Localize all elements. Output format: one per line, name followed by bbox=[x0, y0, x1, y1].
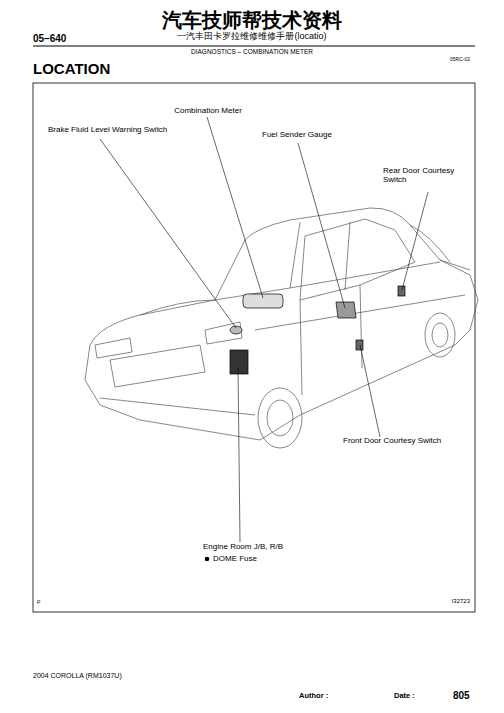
document-code: 05RC-02 bbox=[450, 57, 470, 63]
figure-mark: p bbox=[37, 598, 40, 605]
watermark-subheading: 一汽丰田卡罗拉维修维修手册(locatio) bbox=[177, 31, 326, 41]
junction-block-part bbox=[230, 350, 248, 374]
running-header: DIAGNOSTICS – COMBINATION METER bbox=[191, 48, 313, 55]
footer-field: Date : bbox=[394, 692, 415, 701]
bullet-symbol bbox=[205, 557, 210, 562]
part-name: Rear Door Courtesy Switch bbox=[383, 166, 463, 184]
part-name: DOME Fuse bbox=[213, 554, 257, 563]
part-name: Brake Fluid Level Warning Switch bbox=[48, 125, 167, 134]
leader-lines bbox=[100, 117, 428, 542]
page-section-number: 05–640 bbox=[33, 33, 66, 45]
figure-number: I32723 bbox=[452, 598, 470, 605]
section-title: LOCATION bbox=[33, 60, 110, 77]
part-name: Front Door Courtesy Switch bbox=[343, 436, 441, 445]
brake-switch-part bbox=[230, 326, 242, 334]
component-symbols bbox=[230, 286, 405, 374]
header-rule bbox=[33, 46, 475, 47]
figure-frame bbox=[33, 83, 475, 612]
part-name: Combination Meter bbox=[174, 106, 242, 115]
part-name: Fuel Sender Gauge bbox=[262, 130, 332, 139]
front-door-switch-part bbox=[356, 340, 363, 350]
page-number: 805 bbox=[453, 690, 470, 702]
footer-field: Author : bbox=[299, 692, 328, 701]
rear-door-switch-part bbox=[398, 286, 405, 296]
part-name: Engine Room J/B, R/B bbox=[203, 542, 283, 551]
fuel-sender-part bbox=[336, 302, 356, 318]
combination-meter-part bbox=[243, 294, 283, 308]
watermark-heading: 汽车技师帮技术资料 bbox=[162, 9, 342, 32]
car-outline bbox=[85, 208, 478, 448]
model-note: 2004 COROLLA (RM1037U) bbox=[33, 672, 122, 680]
